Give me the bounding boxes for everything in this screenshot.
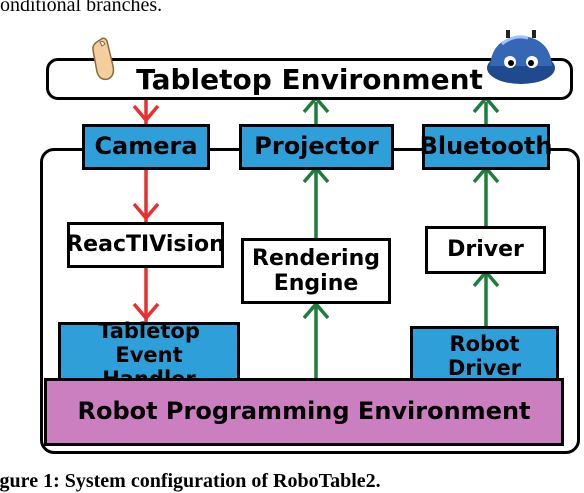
tabletop-event-handler-box: Tabletop Event Handler	[58, 319, 240, 391]
camera-box: Camera	[82, 124, 210, 170]
camera-to-reactivision-arrowhead	[132, 202, 160, 221]
driver-box: Driver	[425, 226, 546, 274]
env-to-camera-arrowhead	[132, 104, 160, 123]
bluetooth-box: Bluetooth	[420, 124, 552, 170]
reactivision-box: ReacTIVision	[66, 222, 225, 268]
reactivision-to-handler-arrowhead	[132, 302, 160, 321]
projector-box: Projector	[239, 124, 394, 170]
rendering-engine-box: Rendering Engine	[241, 238, 391, 304]
robot-driver-box: Robot Driver	[410, 326, 559, 386]
robot-programming-environment-box: Robot Programming Environment	[44, 378, 564, 446]
programming-to-rendering-arrowhead	[302, 301, 330, 320]
figure-caption: igure 1: System configuration of RoboTab…	[0, 470, 381, 492]
robot-icon	[487, 30, 555, 84]
tabletop-environment-box: Tabletop Environment	[46, 58, 573, 100]
finger-icon	[92, 37, 115, 81]
intro-text-fragment: onditional branches.	[0, 0, 163, 16]
